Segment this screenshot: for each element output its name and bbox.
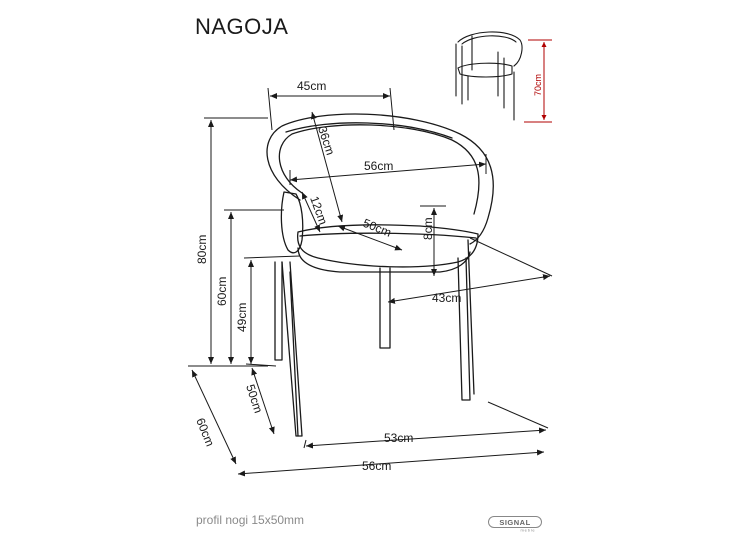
seat-cushion: [296, 224, 479, 268]
dim-armrest-floor-height: 60cm: [215, 277, 229, 306]
thumbnail-chair: [455, 31, 523, 121]
dim-back-top-width: 45cm: [297, 79, 326, 93]
dim-total-width: 56cm: [362, 459, 391, 473]
leg-front-left: [274, 261, 283, 361]
svg-text:meble: meble: [521, 528, 536, 533]
dim-leg-width: 53cm: [384, 431, 413, 445]
backrest-rim: [285, 122, 453, 139]
thumbnail-height-label: 70cm: [533, 74, 543, 96]
product-title: NAGOJA: [195, 14, 289, 39]
dim-armrest-width: 56cm: [364, 159, 393, 173]
dim-seat-floor-height: 49cm: [235, 303, 249, 332]
leg-profile-caption: profil nogi 15x50mm: [196, 513, 305, 527]
leg-back-right: [379, 267, 391, 349]
leg-front-right: [457, 257, 471, 401]
left-arm: [280, 191, 304, 254]
dim-total-height: 80cm: [195, 235, 209, 264]
thumbnail-height-dim: [524, 39, 552, 123]
dim-leg-depth: 50cm: [243, 383, 265, 415]
dim-seat-width: 43cm: [432, 291, 461, 305]
dim-seat-thickness: 8cm: [421, 217, 435, 240]
chair-drawing: [266, 113, 494, 437]
dimension-lines: [188, 87, 553, 477]
leg-back-left: [289, 271, 299, 437]
backrest-outer: [266, 113, 494, 245]
dim-back-height: 36cm: [315, 125, 337, 157]
dim-total-depth: 60cm: [193, 416, 217, 448]
svg-text:SIGNAL: SIGNAL: [499, 518, 530, 527]
seat-base: [297, 247, 471, 273]
